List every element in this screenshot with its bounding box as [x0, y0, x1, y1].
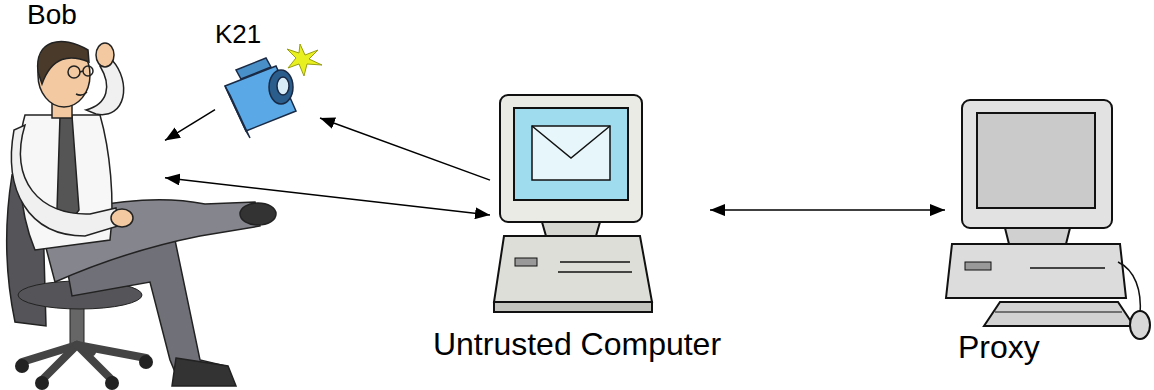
- camera-icon: [225, 44, 322, 138]
- node-label: Proxy: [958, 330, 1040, 365]
- person-node: Bob: [0, 0, 165, 390]
- camera-node: K21: [215, 20, 320, 138]
- arrow-connector: [320, 118, 490, 180]
- computer-node: Proxy: [945, 90, 1154, 385]
- arrow-connector: [165, 110, 215, 141]
- node-label: Bob: [27, 0, 77, 31]
- arrow-connector: [710, 209, 945, 211]
- computer-node: Untrusted Computer: [490, 85, 710, 385]
- computer-proxy: [946, 100, 1150, 339]
- computer-with-mail: [494, 95, 652, 312]
- arrow-connector: [165, 178, 490, 215]
- node-label: Untrusted Computer: [432, 327, 722, 362]
- node-label: K21: [215, 20, 261, 49]
